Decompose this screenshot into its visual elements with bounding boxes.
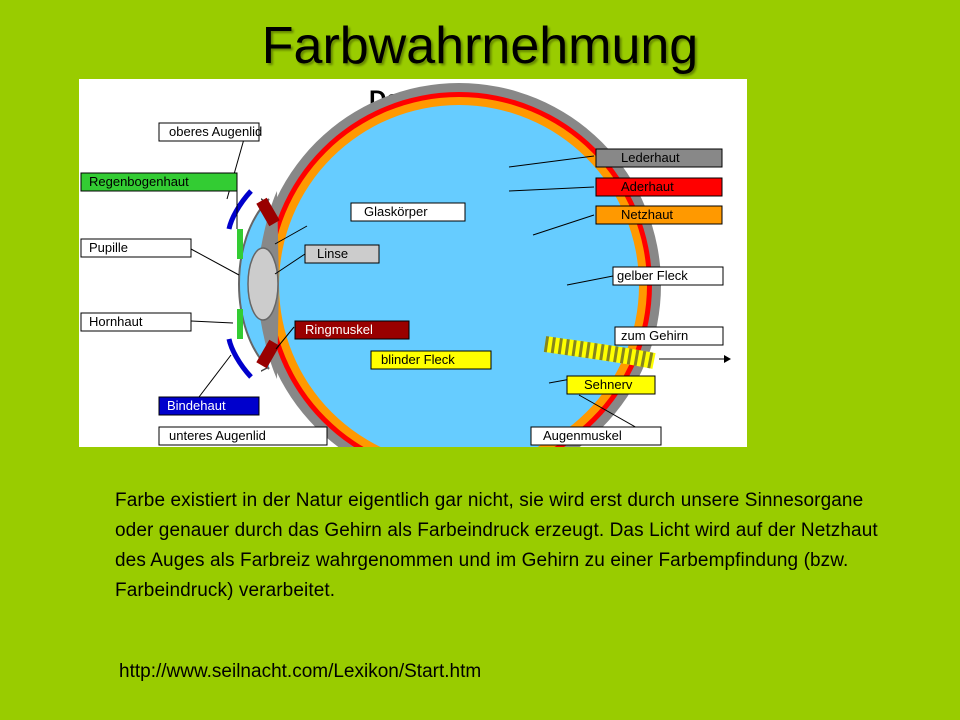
label-aderhaut: Aderhaut <box>621 179 674 194</box>
label-box-hornhaut <box>80 312 192 332</box>
iris-bottom <box>237 309 243 339</box>
label-pupille: Pupille <box>89 240 128 255</box>
label-box-ringmuskel <box>294 320 410 340</box>
slide-title: Farbwahrnehmung <box>261 17 699 75</box>
label-box-aderhaut <box>595 177 723 197</box>
body-text: Farbe existiert in der Natur eigentlich … <box>115 490 878 601</box>
optic-nerve-texture <box>543 336 656 369</box>
conjunctiva-top <box>226 189 253 230</box>
ciliary-muscle-bottom <box>256 339 280 369</box>
label-box-augenmuskel <box>530 426 662 446</box>
vitreous-body <box>279 105 639 447</box>
label-oberes-augenlid: oberes Augenlid <box>169 124 262 139</box>
eye-diagram: Das Auge <box>79 79 747 447</box>
label-sehnerv: Sehnerv <box>584 377 633 392</box>
label-gelber-fleck: gelber Fleck <box>617 268 688 283</box>
label-netzhaut: Netzhaut <box>621 207 673 222</box>
iris-top <box>237 229 243 259</box>
label-box-linse <box>304 244 380 264</box>
eye-diagram-svg: Das Auge <box>79 79 731 447</box>
label-box-oberes-augenlid <box>158 122 260 142</box>
label-regenbogenhaut: Regenbogenhaut <box>89 174 189 189</box>
label-blinder-fleck: blinder Fleck <box>381 352 455 367</box>
label-glaskoerper: Glaskörper <box>364 204 428 219</box>
ciliary-muscle-top <box>256 197 280 227</box>
label-box-bindehaut <box>158 396 260 416</box>
label-box-blinder-fleck <box>370 350 492 370</box>
label-linse: Linse <box>317 246 348 261</box>
label-box-gelber-fleck <box>612 266 724 286</box>
label-box-sehnerv <box>566 375 656 395</box>
label-box-zum-gehirn <box>614 326 724 346</box>
label-ringmuskel: Ringmuskel <box>305 322 373 337</box>
lens <box>247 247 279 321</box>
to-brain-arrowhead <box>724 355 731 363</box>
label-zum-gehirn: zum Gehirn <box>621 328 688 343</box>
label-hornhaut: Hornhaut <box>89 314 143 329</box>
label-box-netzhaut <box>595 205 723 225</box>
label-box-regenbogenhaut <box>80 172 238 192</box>
label-unteres-augenlid: unteres Augenlid <box>169 428 266 443</box>
label-box-unteres-augenlid <box>158 426 328 446</box>
label-box-pupille <box>80 238 192 258</box>
label-augenmuskel: Augenmuskel <box>543 428 622 443</box>
source-link[interactable]: http://www.seilnacht.com/Lexikon/Start.h… <box>119 661 482 682</box>
label-box-glaskoerper <box>350 202 466 222</box>
label-bindehaut: Bindehaut <box>167 398 226 413</box>
interior-labels: Glaskörper Linse Ringmuskel blinder Flec… <box>294 202 492 370</box>
left-labels: oberes Augenlid Regenbogenhaut Pupille H… <box>80 122 328 446</box>
label-lederhaut: Lederhaut <box>621 150 680 165</box>
conjunctiva-bottom <box>226 338 253 379</box>
right-labels: Lederhaut Aderhaut Netzhaut gelber Fleck… <box>530 148 724 446</box>
label-box-lederhaut <box>595 148 723 168</box>
